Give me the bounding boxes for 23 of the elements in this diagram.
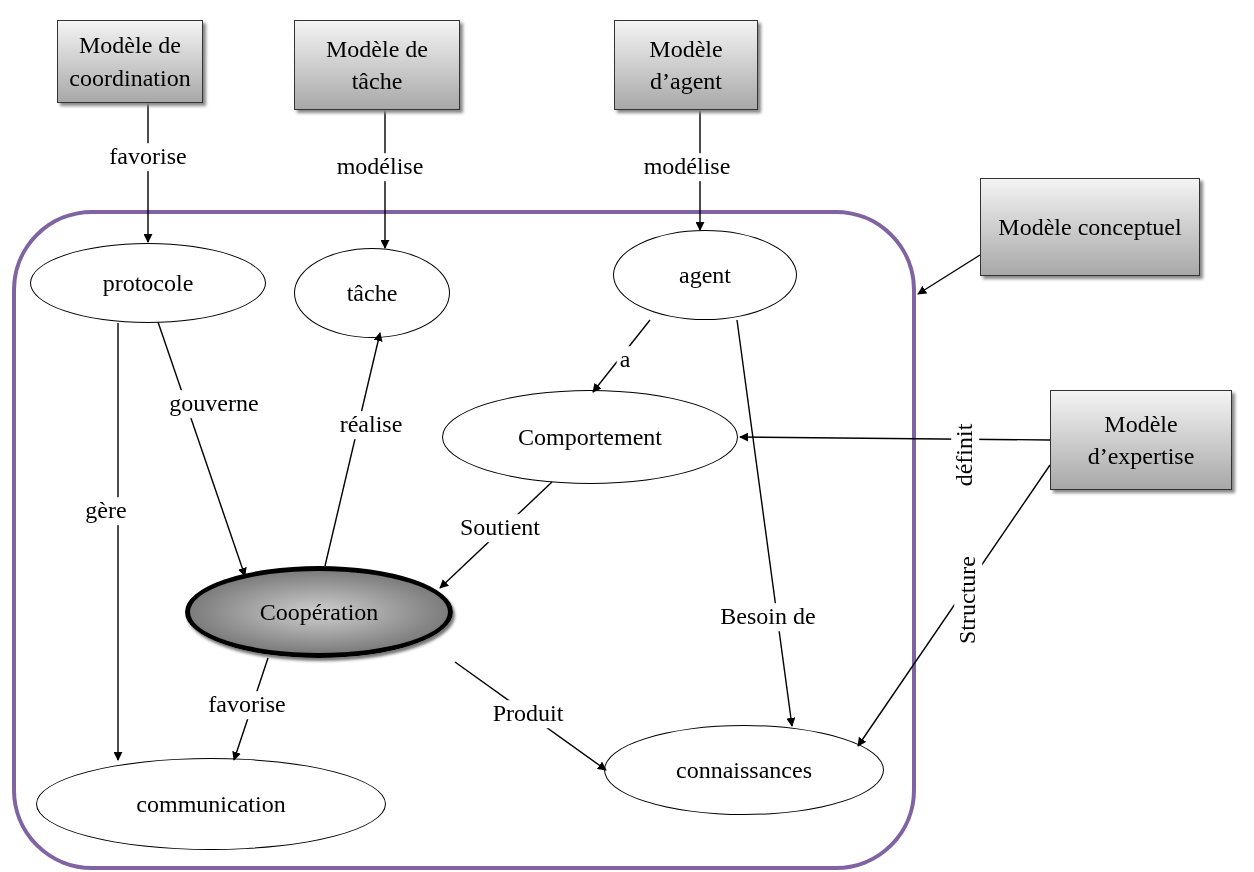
model-box bbox=[57, 20, 203, 103]
arrow bbox=[157, 321, 247, 577]
container-box bbox=[12, 210, 916, 870]
node-label: Modèle d’expertise bbox=[1086, 409, 1196, 471]
node-label: Coopération bbox=[259, 598, 379, 626]
arrow bbox=[736, 319, 796, 727]
node-label: Modèle d’agent bbox=[648, 34, 724, 96]
arrow bbox=[917, 254, 981, 295]
node-label: communication bbox=[136, 790, 286, 818]
node-label: Modèle de coordination bbox=[68, 31, 192, 93]
node-label: Modèle de tâche bbox=[325, 34, 429, 96]
node-label: protocole bbox=[102, 269, 194, 297]
model-box bbox=[614, 20, 758, 110]
model-box bbox=[1050, 390, 1232, 490]
node-label: agent bbox=[679, 261, 731, 289]
arrow bbox=[113, 322, 123, 761]
arrow bbox=[739, 432, 1051, 442]
model-box bbox=[294, 20, 460, 110]
model-box bbox=[980, 178, 1200, 276]
node-label: Modèle conceptuel bbox=[998, 212, 1182, 242]
node-label: connaissances bbox=[676, 756, 812, 784]
node-label: Comportement bbox=[518, 423, 662, 451]
node-label: tâche bbox=[346, 279, 398, 307]
